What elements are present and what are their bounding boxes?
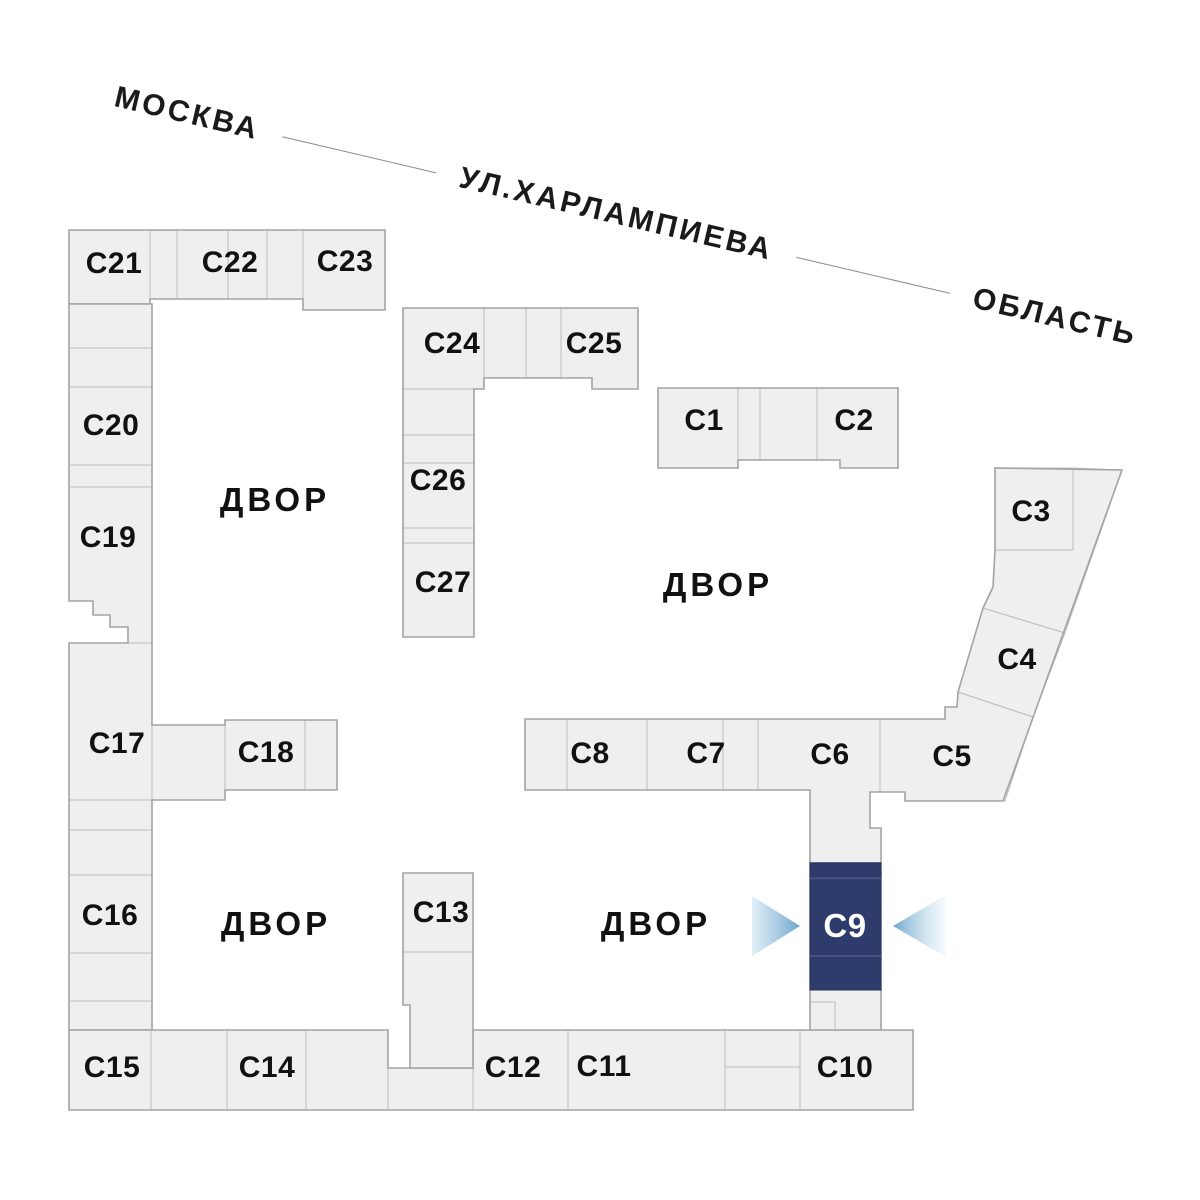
building-c20-shape[interactable]	[68, 386, 153, 466]
selection-arrow-left-icon	[752, 896, 800, 956]
building-c15-shape[interactable]	[68, 1029, 152, 1111]
building-section-shape[interactable]	[68, 464, 153, 488]
building-section-shape[interactable]	[759, 387, 818, 461]
building-section-shape[interactable]	[304, 719, 338, 791]
building-c19-shape[interactable]	[68, 486, 153, 644]
building-section-shape[interactable]	[68, 799, 153, 831]
building-c26-shape[interactable]	[402, 462, 475, 529]
building-section-shape[interactable]	[722, 718, 759, 791]
building-c11-shape[interactable]	[567, 1029, 726, 1111]
building-section-shape[interactable]	[524, 718, 568, 791]
building-section-shape[interactable]	[227, 229, 268, 300]
building-c18-shape[interactable]	[224, 719, 306, 791]
complex-c1-c2	[657, 387, 899, 469]
complex-c13	[402, 872, 474, 1069]
building-section-shape[interactable]	[483, 307, 527, 379]
building-c13-shape[interactable]	[402, 872, 474, 953]
building-section-shape[interactable]	[387, 1067, 474, 1111]
building-c12-shape[interactable]	[472, 1029, 569, 1111]
building-c27-shape[interactable]	[402, 542, 475, 638]
complex-left-column	[68, 303, 338, 1031]
building-section-shape[interactable]	[68, 952, 153, 1002]
building-section-shape[interactable]	[150, 1029, 228, 1111]
building-section-shape[interactable]	[724, 1029, 801, 1111]
building-section-shape[interactable]	[402, 951, 474, 1069]
building-c1-shape[interactable]	[657, 387, 739, 469]
building-section-shape[interactable]	[305, 1029, 389, 1111]
building-c2-shape[interactable]	[816, 387, 899, 469]
building-c16-shape[interactable]	[68, 874, 153, 954]
complex-top-row	[68, 229, 386, 311]
building-section-shape[interactable]	[737, 387, 761, 461]
building-c17-shape[interactable]	[68, 642, 153, 801]
building-section-shape[interactable]	[68, 1000, 153, 1031]
building-c14-shape[interactable]	[226, 1029, 307, 1111]
building-section-shape[interactable]	[149, 229, 178, 300]
building-c23-shape[interactable]	[302, 229, 386, 311]
building-section-shape[interactable]	[402, 388, 475, 436]
building-section-shape[interactable]	[402, 434, 475, 464]
complex-c24-c27	[402, 307, 639, 638]
complex-middle-row	[524, 467, 1124, 1031]
building-c8-shape[interactable]	[566, 718, 648, 791]
building-c21-shape[interactable]	[68, 229, 151, 305]
selection-arrow-right-icon	[893, 895, 946, 957]
building-section-shape[interactable]	[68, 829, 153, 876]
building-c9-shape[interactable]	[809, 862, 882, 991]
building-c3-shape[interactable]	[994, 467, 1074, 551]
building-c7-shape[interactable]	[646, 718, 724, 791]
building-section-shape[interactable]	[68, 303, 153, 349]
building-section-shape[interactable]	[525, 307, 562, 379]
building-c24-shape[interactable]	[402, 307, 485, 390]
complex-bottom-row	[68, 1029, 914, 1111]
building-section-shape[interactable]	[402, 527, 475, 544]
building-section-shape[interactable]	[266, 229, 304, 300]
building-section-shape[interactable]	[151, 724, 226, 801]
building-c25-shape[interactable]	[560, 307, 639, 390]
building-c22-shape[interactable]	[176, 229, 229, 300]
selected-building-c9	[752, 862, 946, 991]
building-c10-shape[interactable]	[799, 1029, 914, 1111]
building-section-shape[interactable]	[68, 347, 153, 388]
